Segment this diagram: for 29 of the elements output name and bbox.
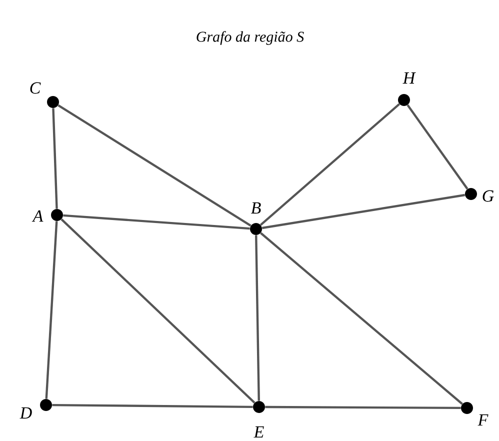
graph-edge [260, 103, 400, 226]
vertex-label: A [32, 210, 44, 222]
vertex-label: H [402, 72, 416, 84]
graph-edge [406, 104, 468, 190]
vertex-label: E [254, 426, 264, 438]
graph-edge [52, 108, 58, 209]
graph-edge [52, 404, 253, 408]
vertex-dot [461, 402, 473, 414]
graph-edge [255, 235, 260, 401]
graph-edge [60, 218, 256, 404]
graph-edge [265, 406, 461, 410]
graph-edge [58, 104, 252, 227]
vertex-label: D [20, 407, 32, 419]
vertex-label: F [478, 414, 488, 426]
vertex-dot [40, 399, 52, 411]
graph-edge [45, 221, 58, 399]
vertex-dot [47, 96, 59, 108]
title: Grafo da região S [196, 31, 304, 45]
vertex-label: C [30, 82, 41, 94]
vertex-dot [465, 188, 477, 200]
vertex-dot [398, 94, 410, 106]
graph-edge [63, 214, 250, 230]
vertex-dot [250, 223, 262, 235]
graph-edge [262, 194, 466, 230]
graph-edge [260, 232, 463, 405]
vertex-dot [51, 209, 63, 221]
vertex-label: B [250, 202, 261, 214]
vertex-label: G [482, 190, 494, 202]
vertex-dot [253, 401, 265, 413]
